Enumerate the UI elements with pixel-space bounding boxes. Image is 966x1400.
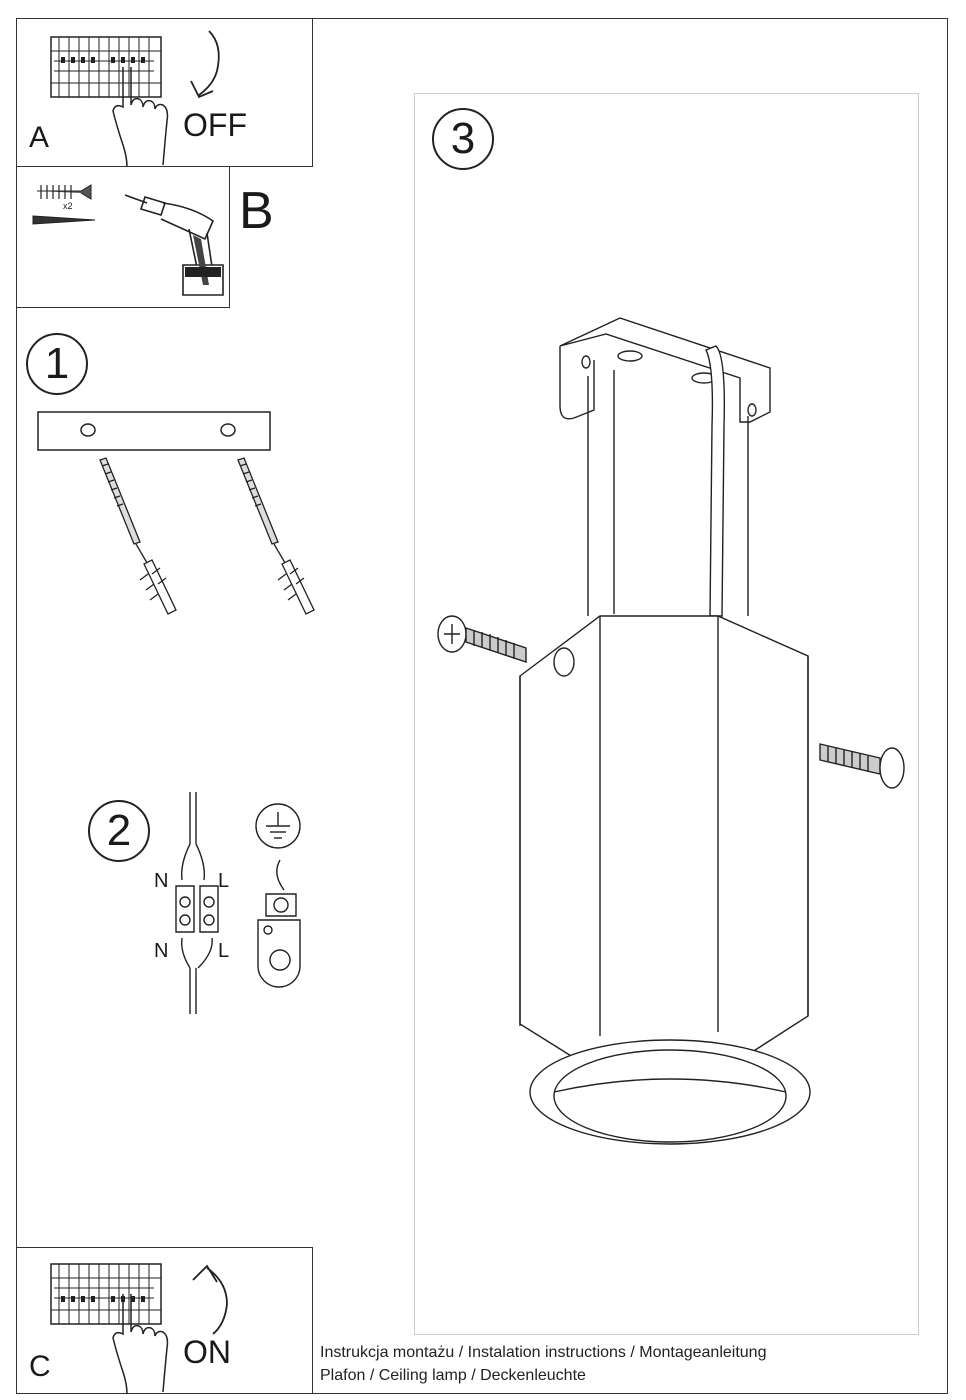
terminal-block-icon xyxy=(168,792,228,1016)
ceiling-lamp-icon xyxy=(430,316,910,1166)
mounting-bracket-icon xyxy=(38,412,272,452)
footer-line-2: Plafon / Ceiling lamp / Deckenleuchte xyxy=(320,1367,586,1384)
circuit-breaker-panel-icon xyxy=(51,1264,181,1326)
step-a-letter: A xyxy=(29,121,50,154)
circuit-breaker-panel-icon xyxy=(51,37,181,99)
neutral-top-label: N xyxy=(154,870,169,892)
on-label: ON xyxy=(183,1334,231,1370)
quantity-label: x2 xyxy=(63,201,73,211)
off-label: OFF xyxy=(183,107,247,143)
page-frame xyxy=(16,18,948,1394)
screw-icon xyxy=(31,213,101,227)
drill-icon xyxy=(123,191,223,303)
panel-b: x2 B xyxy=(16,166,274,308)
step-3-panel xyxy=(414,93,919,1335)
screw-and-plug-right-icon xyxy=(234,456,324,626)
step-3-number: 3 xyxy=(432,108,494,170)
arrow-down-icon xyxy=(189,29,239,109)
hand-pointer-icon xyxy=(113,67,173,167)
screw-and-plug-left-icon xyxy=(96,456,186,626)
earth-ground-icon xyxy=(252,802,308,1002)
panel-a: A OFF xyxy=(16,18,313,167)
live-top-label: L xyxy=(218,870,230,892)
hand-pointer-icon xyxy=(113,1294,173,1394)
neutral-bottom-label: N xyxy=(154,940,169,962)
step-2-number: 2 xyxy=(88,800,150,862)
arrow-up-icon xyxy=(189,1262,239,1342)
step-c-letter: C xyxy=(29,1350,51,1383)
live-bottom-label: L xyxy=(218,940,230,962)
wall-plug-icon xyxy=(37,181,95,203)
panel-c: C ON xyxy=(16,1247,313,1394)
step-b-letter: B xyxy=(239,182,274,240)
footer-line-1: Instrukcja montażu / Instalation instruc… xyxy=(320,1344,767,1361)
step-1-number: 1 xyxy=(26,333,88,395)
